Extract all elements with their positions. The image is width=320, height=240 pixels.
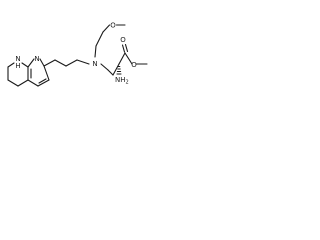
bonds: [7, 24, 148, 87]
atom-labels: O N N N H O O NH2: [15, 22, 137, 86]
amine-nitrogen-label: N: [92, 60, 97, 68]
amino-subscript-text: 2: [126, 80, 129, 86]
ring-nh-label: N: [15, 55, 20, 63]
stereo-hash-bond: [116, 65, 122, 75]
bond-ca-carbonyl: [118, 52, 126, 65]
bond-py-c4a-c4: [27, 79, 39, 87]
bond-n-c1: [76, 59, 90, 65]
bond-py-c3-c2: [43, 65, 50, 81]
amino-nh-text: NH: [115, 76, 126, 84]
ester-oxygen-label: O: [131, 61, 137, 69]
bond-ch2-ch2: [95, 31, 104, 47]
bond-carbonyl-o-double-1: [121, 44, 126, 53]
bond-py-c4-c3: [37, 79, 50, 87]
bond-thr-n8-c7: [7, 62, 15, 68]
bond-c1-c2: [65, 59, 78, 67]
ring-nh-hydrogen-label: H: [15, 62, 20, 70]
bond-thr-c8a-n8: [21, 62, 29, 68]
bond-o-ch2: [102, 24, 111, 33]
bond-n-cb: [100, 63, 109, 71]
bond-c3-c4: [43, 59, 56, 67]
bond-carbonyl-o-double-2: [124, 43, 129, 53]
bond-py-c2-n1: [39, 58, 45, 67]
bond-thr-c5-c4a: [17, 79, 29, 87]
chemical-structure: O N N N H O O NH2: [7, 22, 148, 87]
bond-cb-cg: [107, 69, 114, 76]
carbonyl-oxygen-label: O: [120, 36, 126, 44]
bond-py-inner-2: [38, 78, 47, 84]
pyridine-nitrogen-label: N: [34, 55, 39, 63]
bond-thr-c6-c5: [7, 79, 19, 87]
bond-carbonyl-o-single: [124, 52, 133, 65]
bond-cg-ca: [112, 63, 120, 76]
amino-group-label: NH2: [115, 76, 129, 86]
methoxy-oxygen-label: O: [110, 22, 116, 30]
bond-c2-c3: [54, 59, 67, 67]
bond-py-n1-c8a: [27, 58, 35, 68]
bond-ch2-n: [94, 45, 97, 58]
